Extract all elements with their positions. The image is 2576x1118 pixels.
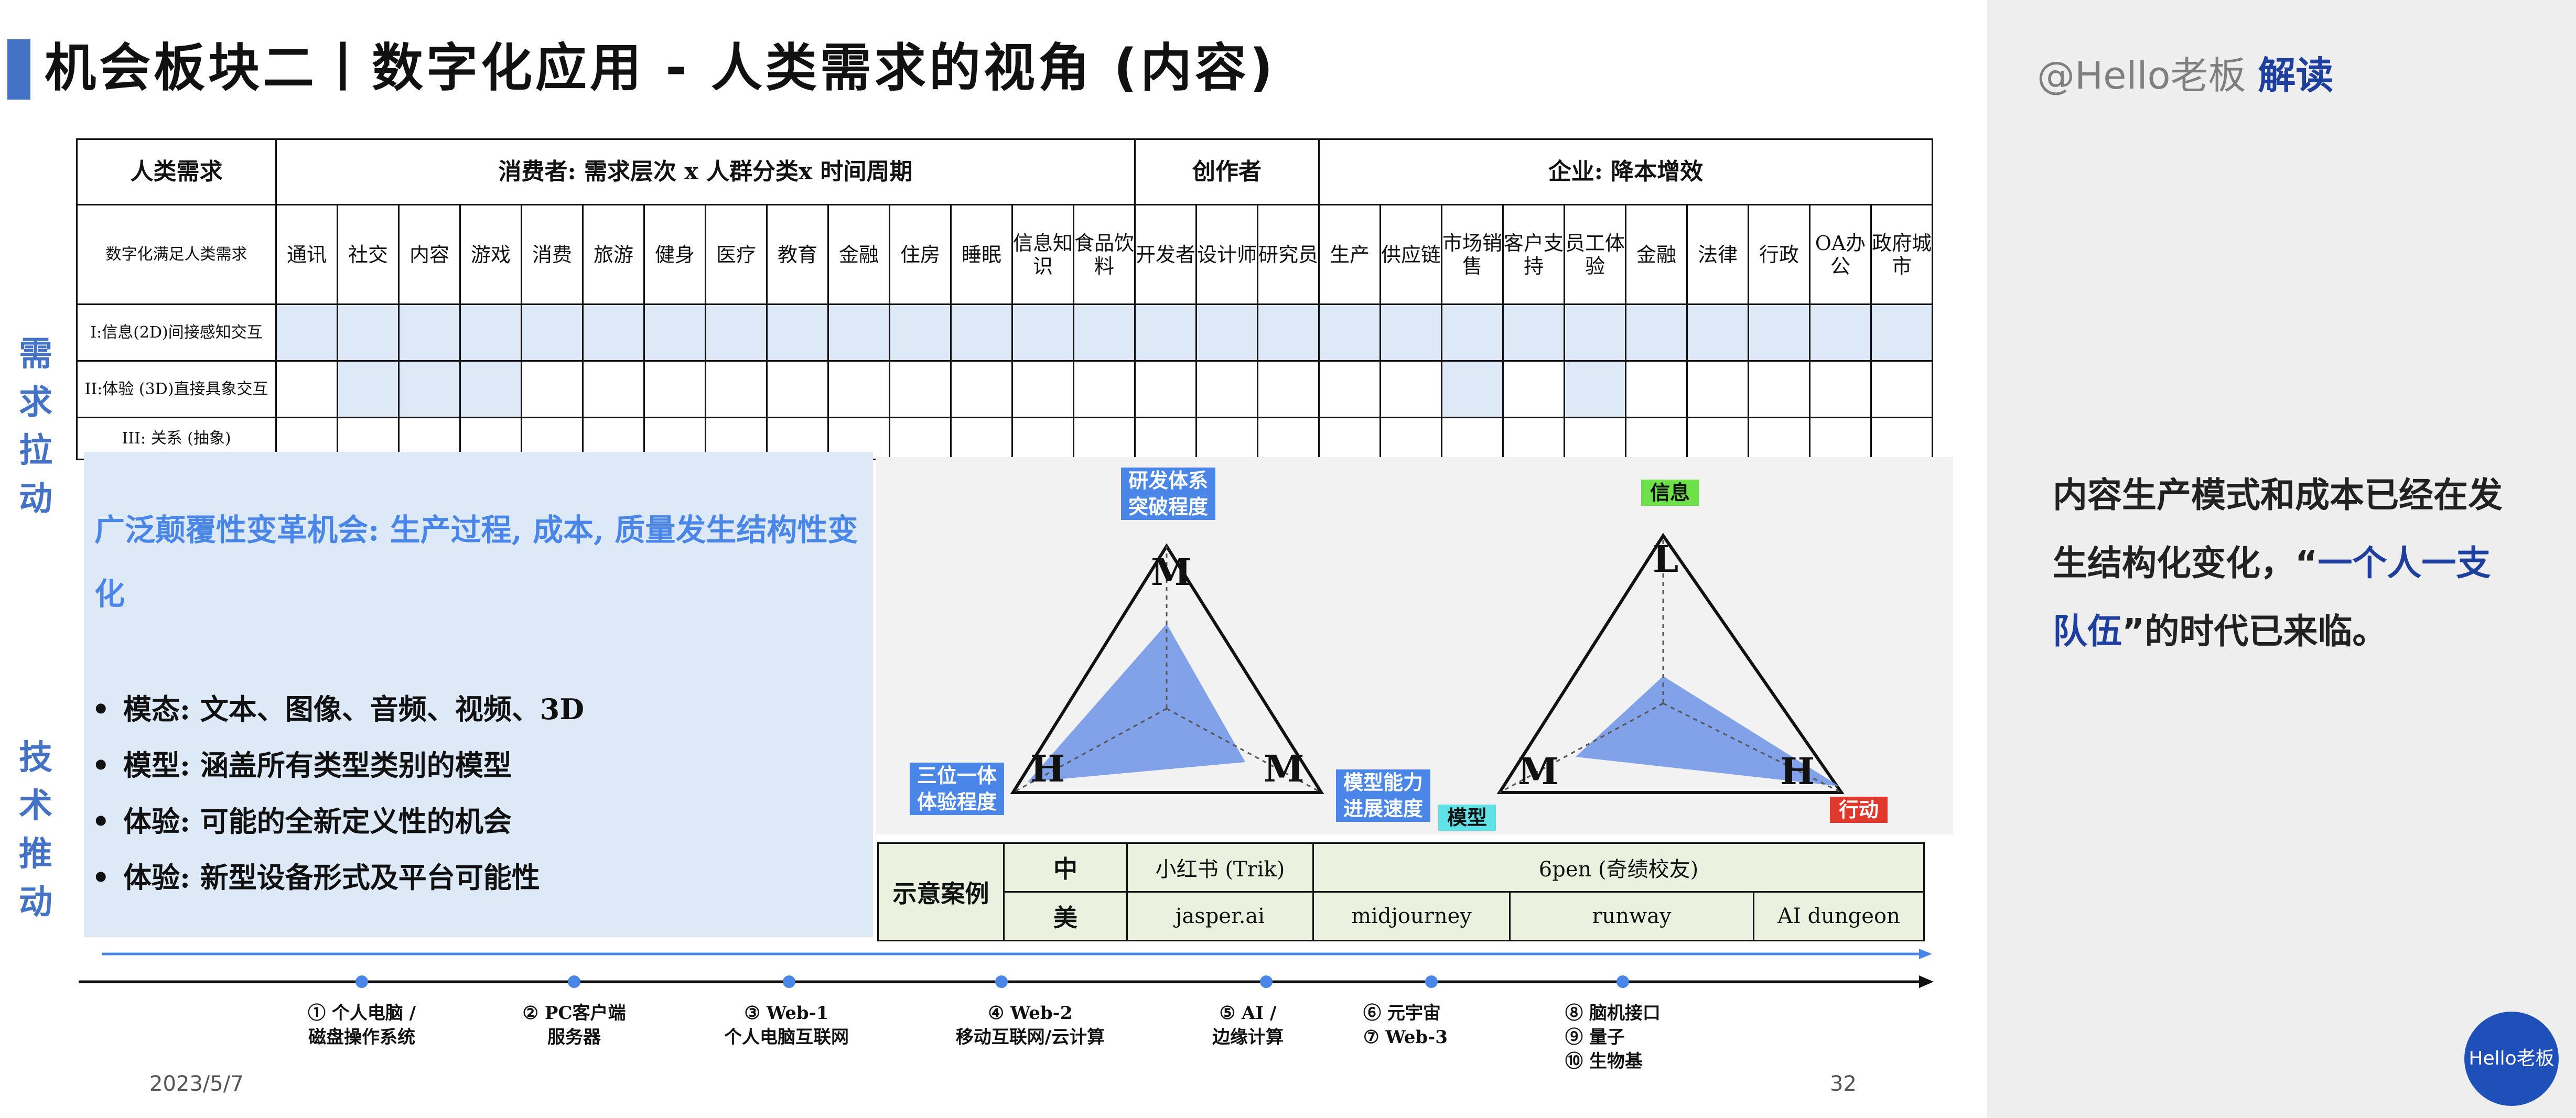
timeline-axis [79, 949, 1934, 988]
col-header: 员工体验 [1564, 204, 1626, 305]
col-header: 医疗 [705, 204, 768, 305]
needs-matrix: 人类需求 消费者: 需求层次 x 人群分类x 时间周期 创作者 企业: 降本增效… [76, 138, 1933, 460]
radar-triangles [1010, 533, 1845, 794]
example-cell: AI dungeon [1753, 891, 1925, 941]
group-enterprise: 企业: 降本增效 [1318, 138, 1933, 205]
table-row: II:体验 (3D)直接具象交互 [76, 360, 1933, 418]
slide-date: 2023/5/7 [149, 1072, 244, 1096]
panel-title: 广泛颠覆性变革机会: 生产过程, 成本, 质量发生结构性变化 [94, 512, 858, 612]
col-header: 设计师 [1195, 204, 1258, 305]
right-tri-left-label: 模型 [1438, 805, 1496, 831]
col-header: 游戏 [459, 204, 522, 305]
row-label: I:信息(2D)间接感知交互 [76, 303, 277, 362]
group-consumer: 消费者: 需求层次 x 人群分类x 时间周期 [275, 138, 1136, 205]
example-cell: 小红书 (Trik) [1126, 842, 1314, 893]
col-header: 金融 [827, 204, 890, 305]
commentary-text: 内容生产模式和成本已经在发生结构化变化，“一个人一支队伍”的时代已来临。 [2053, 475, 2503, 652]
timeline-item: ① 个人电脑 /磁盘操作系统 [307, 1003, 416, 1048]
bullet-list: •模态: 文本、图像、音频、视频、3D •模型: 涵盖所有类型类别的模型 •体验… [92, 681, 868, 906]
example-cell: jasper.ai [1126, 891, 1314, 941]
col-header: OA办公 [1809, 204, 1872, 305]
timeline-item: ② PC客户端服务器 [522, 1003, 626, 1048]
list-item: •体验: 可能的全新定义性的机会 [92, 805, 512, 838]
example-cell: midjourney [1312, 891, 1511, 941]
page-number: 32 [1830, 1072, 1857, 1096]
brand-logo: Hello老板 [2464, 1012, 2559, 1106]
list-item: •体验: 新型设备形式及平台可能性 [92, 861, 540, 894]
example-cell: runway [1509, 891, 1754, 941]
col-header: 客户支持 [1502, 204, 1565, 305]
right-tri-top-level: L [1653, 537, 1679, 581]
col-header: 通讯 [275, 204, 338, 305]
row-us: 美 [1003, 891, 1128, 941]
right-tri-left-level: M [1518, 750, 1559, 793]
row-header: 人类需求 [76, 138, 277, 205]
demand-side-label: 需求拉动 [19, 334, 52, 518]
opportunity-panel [84, 452, 873, 937]
slide: 机会板块二丨数字化应用 - 人类需求的视角 (内容) 需求拉动 技术推动 人类需… [7, 38, 1953, 1096]
right-tri-right-level: H [1780, 750, 1815, 793]
col-header: 社交 [337, 204, 400, 305]
col-header: 供应链 [1379, 204, 1442, 305]
timeline-item: ⑤ AI /边缘计算 [1212, 1003, 1284, 1048]
col-header: 住房 [889, 204, 952, 305]
col-header: 睡眠 [950, 204, 1013, 305]
col-header: 研究员 [1257, 204, 1320, 305]
slide-title: 机会板块二丨数字化应用 - 人类需求的视角 (内容) [45, 38, 1276, 98]
col-header: 信息知识 [1011, 204, 1074, 305]
table-row: I:信息(2D)间接感知交互 [76, 303, 1933, 362]
examples-label: 示意案例 [877, 842, 1005, 941]
sub-header: 数字化满足人类需求 [76, 204, 277, 305]
left-tri-bottom-label: 模型能力进展速度 [1336, 769, 1430, 822]
row-label: II:体验 (3D)直接具象交互 [76, 360, 277, 418]
list-item: •模态: 文本、图像、音频、视频、3D [92, 692, 585, 726]
col-header: 食品饮料 [1073, 204, 1136, 305]
list-item: •模型: 涵盖所有类型类别的模型 [92, 748, 512, 782]
col-header: 市场销售 [1441, 204, 1504, 305]
col-header: 旅游 [582, 204, 645, 305]
left-tri-left-level: H [1030, 747, 1065, 790]
col-header: 健身 [643, 204, 706, 305]
col-header: 消费 [521, 204, 584, 305]
left-tri-top-level: M [1151, 550, 1192, 594]
col-header: 开发者 [1134, 204, 1197, 305]
col-header: 金融 [1625, 204, 1688, 305]
col-header: 法律 [1686, 204, 1749, 305]
col-header: 行政 [1748, 204, 1810, 305]
commentary-pane [1987, 0, 2576, 1118]
examples-table: 示意案例 中 小红书 (Trik) 6pen (奇绩校友) 美 jasper.a… [877, 842, 1925, 941]
example-cell: 6pen (奇绩校友) [1312, 842, 1925, 893]
left-tri-left-label: 三位一体体验程度 [910, 763, 1004, 815]
author-handle: @Hello老板 解读 [2037, 53, 2334, 97]
title-accent-bar [7, 39, 30, 100]
right-tri-right-label: 行动 [1830, 797, 1888, 823]
col-header: 教育 [766, 204, 829, 305]
group-creator: 创作者 [1134, 138, 1320, 205]
tech-side-label: 技术推动 [19, 738, 52, 922]
row-cn: 中 [1003, 842, 1128, 893]
col-header: 生产 [1318, 204, 1381, 305]
left-tri-right-level: M [1264, 747, 1305, 790]
left-tri-top-label: 研发体系突破程度 [1121, 468, 1215, 520]
col-header: 内容 [398, 204, 461, 305]
right-tri-top-label: 信息 [1641, 480, 1699, 506]
col-header: 政府城市 [1870, 204, 1933, 305]
